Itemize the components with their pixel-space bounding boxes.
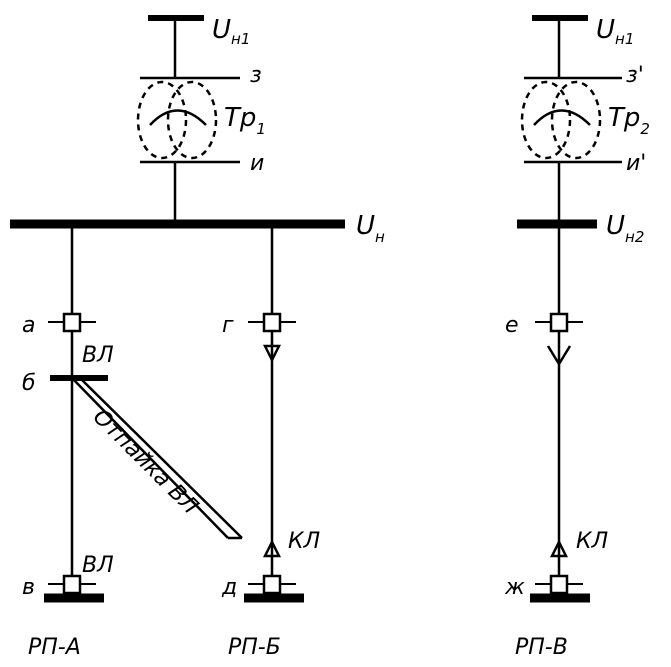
label-g: г: [222, 313, 234, 338]
tap-line-outer: [79, 377, 243, 539]
tap-line-inner: [71, 377, 229, 539]
cable-end-top-icon: [262, 344, 282, 363]
label-i-prime: и': [626, 151, 646, 176]
label-tap: Отпайка ВЛ: [88, 405, 203, 520]
breaker-zh: [549, 574, 569, 595]
label-zh: ж: [504, 575, 525, 600]
breaker-v: [62, 574, 82, 595]
breaker-d: [262, 574, 282, 595]
label-kl-left: КЛ: [288, 529, 320, 554]
label-z: з: [250, 63, 262, 88]
label-a: а: [22, 313, 35, 338]
breaker-a: [62, 312, 82, 333]
label-rp-a: РП-А: [28, 635, 81, 660]
label-vl-lower: ВЛ: [82, 553, 114, 578]
label-z-prime: з': [626, 63, 644, 88]
label-kl-right: КЛ: [576, 529, 608, 554]
cable-end-bottom-icon: [262, 539, 282, 558]
label-un: Uн: [356, 211, 385, 246]
label-d: д: [221, 575, 237, 600]
label-un1-right: Uн1: [596, 15, 634, 48]
transformer-tr1-icon: [136, 80, 218, 160]
label-rp-v: РП-В: [515, 635, 568, 660]
cable-end-right-icon: [549, 539, 569, 558]
label-i: и: [250, 151, 264, 176]
label-e: е: [505, 313, 519, 338]
transformer-tr2-icon: [520, 80, 602, 160]
label-un1-left: Uн1: [212, 15, 250, 48]
label-rp-b: РП-Б: [228, 635, 281, 660]
breaker-e: [549, 312, 569, 333]
label-b: б: [22, 371, 36, 396]
label-v: в: [22, 575, 35, 600]
label-tr1: Тр1: [224, 103, 266, 138]
label-un2: Uн2: [606, 211, 644, 246]
cable-fork-icon: [546, 345, 572, 367]
label-vl-upper: ВЛ: [82, 343, 114, 368]
breaker-g: [262, 312, 282, 333]
label-tr2: Тр2: [608, 103, 650, 138]
